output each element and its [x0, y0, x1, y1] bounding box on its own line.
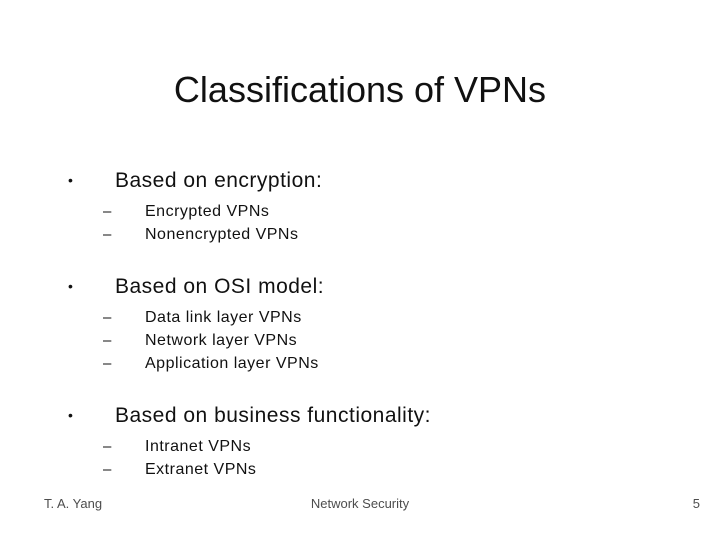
section-heading: Based on OSI model: — [115, 275, 325, 298]
section-heading: Based on business functionality: — [115, 404, 432, 427]
section-heading: Based on encryption: — [115, 169, 323, 192]
section-business-functionality: • Based on business functionality: – Int… — [0, 404, 720, 481]
list-item: – Extranet VPNs — [103, 458, 720, 481]
slide-footer: T. A. Yang Network Security 5 — [0, 496, 720, 514]
footer-author: T. A. Yang — [44, 496, 103, 511]
slide-body: • Based on encryption: – Encrypted VPNs … — [0, 169, 720, 510]
list-item: – Network layer VPNs — [103, 329, 720, 352]
bullet-icon: • — [68, 278, 73, 294]
dash-icon: – — [103, 226, 112, 243]
list-item: – Intranet VPNs — [103, 435, 720, 458]
bullet-icon: • — [68, 407, 73, 423]
footer-page-number: 5 — [692, 496, 700, 511]
dash-icon: – — [103, 309, 112, 326]
list-item: – Data link layer VPNs — [103, 306, 720, 329]
bullet-heading: • Based on encryption: — [68, 169, 720, 192]
dash-icon: – — [103, 438, 112, 455]
footer-course-title: Network Security — [310, 496, 410, 511]
list-item-label: Data link layer VPNs — [145, 309, 302, 326]
bullet-heading: • Based on business functionality: — [68, 404, 720, 427]
list-item-label: Network layer VPNs — [145, 332, 298, 349]
list-item-label: Nonencrypted VPNs — [145, 226, 299, 243]
section-encryption: • Based on encryption: – Encrypted VPNs … — [0, 169, 720, 246]
bullet-heading: • Based on OSI model: — [68, 275, 720, 298]
dash-icon: – — [103, 355, 112, 372]
list-item: – Application layer VPNs — [103, 352, 720, 375]
section-osi-model: • Based on OSI model: – Data link layer … — [0, 275, 720, 375]
list-item: – Nonencrypted VPNs — [103, 223, 720, 246]
list-item-label: Intranet VPNs — [145, 438, 252, 455]
dash-icon: – — [103, 203, 112, 220]
list-item: – Encrypted VPNs — [103, 200, 720, 223]
bullet-icon: • — [68, 172, 73, 188]
list-item-label: Encrypted VPNs — [145, 203, 270, 220]
slide-title: Classifications of VPNs — [173, 69, 547, 110]
list-item-label: Extranet VPNs — [145, 461, 257, 478]
dash-icon: – — [103, 332, 112, 349]
list-item-label: Application layer VPNs — [145, 355, 319, 372]
dash-icon: – — [103, 461, 112, 478]
